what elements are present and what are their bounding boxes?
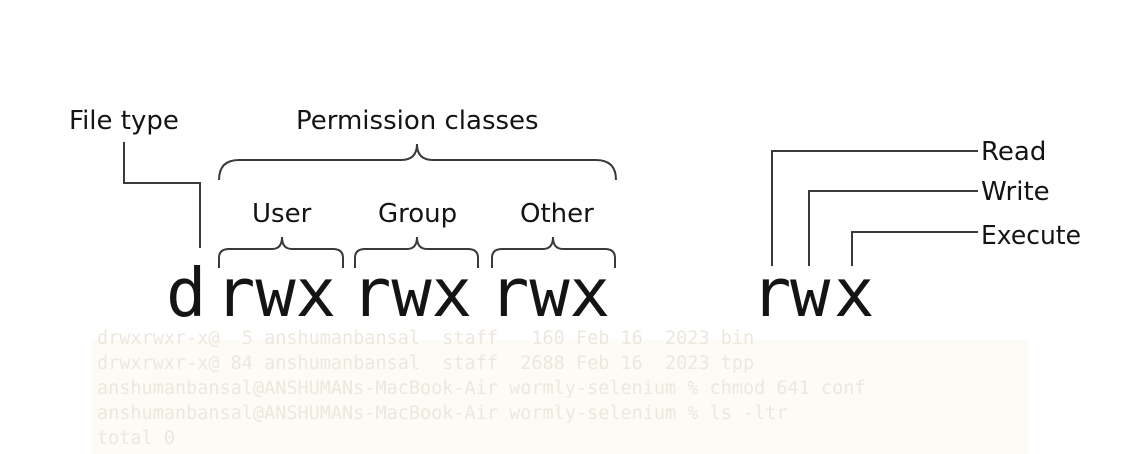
- group-brace: [354, 236, 479, 268]
- file-type-connector: [123, 142, 201, 248]
- execute-leader-line: [851, 231, 978, 266]
- example-execute-char: x: [834, 254, 874, 332]
- user-label: User: [252, 199, 312, 229]
- read-leader-line: [771, 150, 978, 266]
- other-permissions: rwx: [489, 254, 610, 332]
- terminal-line: drwxrwxr-x@ 5 anshumanbansal staff 160 F…: [97, 328, 755, 349]
- execute-label: Execute: [981, 221, 1081, 251]
- group-permissions: rwx: [351, 254, 472, 332]
- write-label: Write: [981, 177, 1050, 207]
- example-write-char: w: [790, 254, 831, 332]
- user-permissions: rwx: [215, 254, 336, 332]
- other-label: Other: [520, 199, 594, 229]
- group-label: Group: [378, 199, 457, 229]
- permission-classes-label: Permission classes: [296, 106, 539, 136]
- terminal-line: anshumanbansal@ANSHUMANs-MacBook-Air wor…: [97, 403, 788, 424]
- file-type-char: d: [166, 254, 206, 332]
- terminal-line: anshumanbansal@ANSHUMANs-MacBook-Air wor…: [97, 378, 866, 399]
- read-label: Read: [981, 137, 1046, 167]
- other-brace: [491, 236, 616, 268]
- write-leader-line: [808, 190, 978, 266]
- terminal-line: total 0: [97, 428, 175, 449]
- terminal-background: drwxrwxr-x@ 5 anshumanbansal staff 160 F…: [92, 328, 1028, 454]
- example-read-char: r: [751, 254, 791, 332]
- terminal-line: drwxrwxr-x@ 84 anshumanbansal staff 2688…: [97, 353, 755, 374]
- permission-classes-brace: [218, 143, 617, 181]
- file-type-label: File type: [69, 106, 179, 136]
- user-brace: [218, 236, 344, 268]
